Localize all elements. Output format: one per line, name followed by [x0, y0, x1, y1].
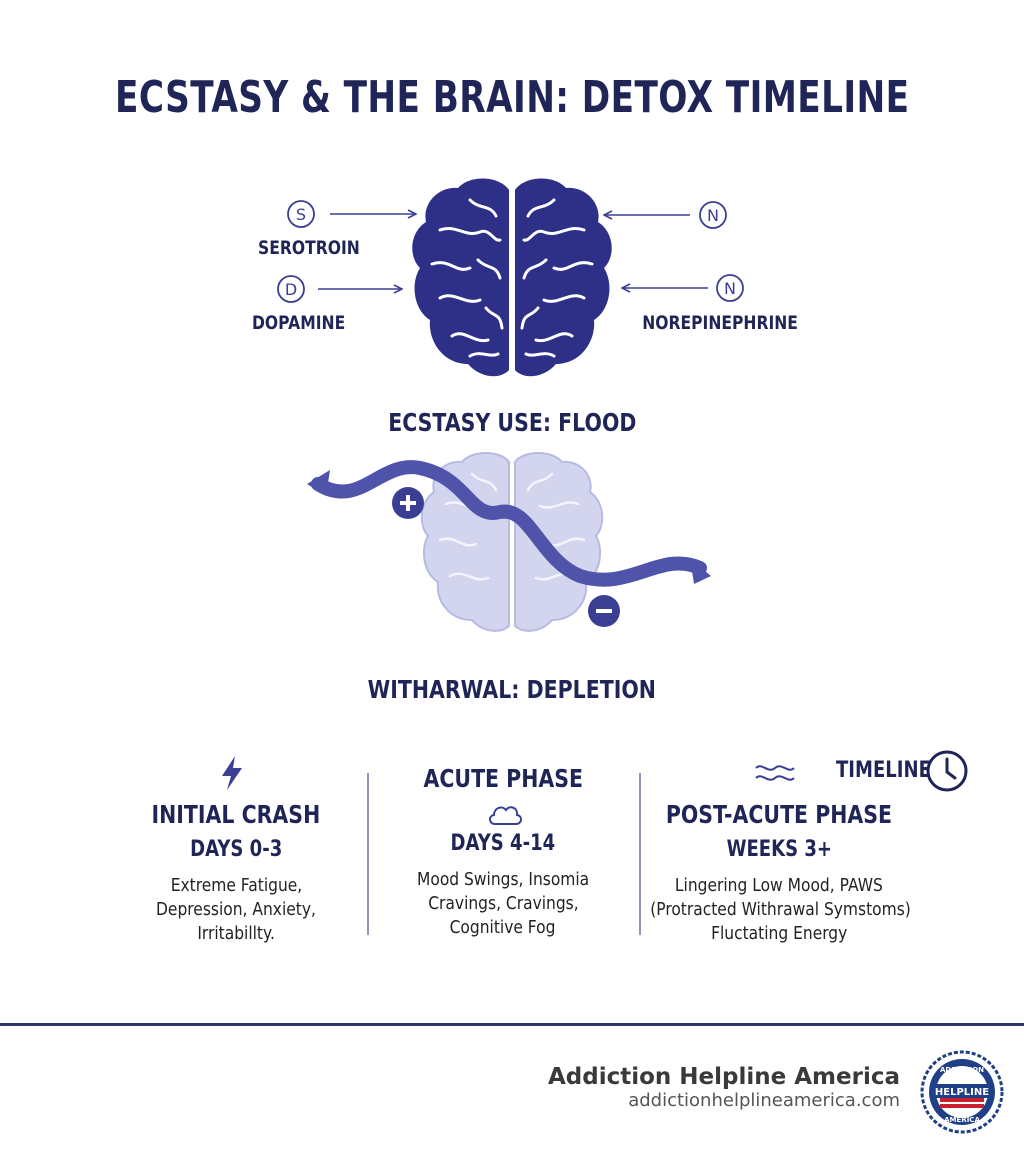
svg-text:ADDICTION: ADDICTION — [940, 1066, 984, 1074]
use-stage-label: ECSTASY USE: FLOOD — [387, 408, 637, 437]
phase-initial-crash: INITIAL CRASH DAYS 0-3 Extreme Fatigue, … — [86, 800, 386, 946]
svg-text:N: N — [707, 206, 719, 225]
depletion-diagram — [307, 452, 711, 632]
faded-brain-icon — [420, 452, 604, 632]
clock-icon — [926, 750, 968, 792]
phase-description: Lingering Low Mood, PAWS (Protracted Wit… — [650, 875, 911, 944]
svg-text:S: S — [296, 205, 306, 224]
phase-days: WEEKS 3+ — [726, 837, 832, 862]
column-divider — [367, 773, 369, 935]
neurotransmitter-wave — [311, 460, 707, 587]
footer-divider — [0, 1023, 1024, 1026]
lightning-icon — [222, 756, 242, 790]
brand-url[interactable]: addictionhelplineamerica.com — [628, 1090, 900, 1111]
neurotransmitter-diagram: S D N N — [277, 178, 744, 377]
page-title: ECSTASY & THE BRAIN: DETOX TIMELINE — [114, 72, 910, 123]
wave-icon — [755, 765, 795, 781]
svg-text:AMERICA: AMERICA — [944, 1116, 980, 1124]
minus-icon — [588, 595, 620, 627]
withdrawal-stage-label: WITHARWAL: DEPLETION — [367, 675, 657, 704]
svg-text:D: D — [285, 280, 297, 299]
phase-title: POST-ACUTE PHASE — [665, 800, 893, 829]
helpline-badge-logo: HELPLINE ADDICTION AMERICA — [920, 1050, 1004, 1134]
norepinephrine-label: NOREPINEPHRINE — [642, 312, 798, 334]
phase-post-acute: POST-ACUTE PHASE WEEKS 3+ Lingering Low … — [629, 800, 929, 946]
phase-acute: ACUTE PHASE DAYS 4-14 Mood Swings, Insom… — [353, 764, 653, 940]
column-divider — [639, 773, 641, 935]
serotonin-label: SEROTROIN — [258, 237, 360, 259]
phase-days: DAYS 0-3 — [189, 837, 283, 862]
plus-icon — [392, 487, 424, 519]
phase-description: Mood Swings, Insomia Cravings, Cravings,… — [416, 869, 590, 938]
dopamine-icon: D — [277, 275, 305, 303]
cloud-icon — [489, 806, 522, 825]
phase-title: ACUTE PHASE — [423, 764, 583, 793]
svg-text:N: N — [724, 279, 736, 298]
norepinephrine-icon: N — [716, 274, 744, 302]
serotonin-icon: S — [287, 200, 315, 228]
norepinephrine-top-icon: N — [699, 201, 727, 229]
timeline-label: TIMELINE — [836, 758, 931, 783]
phase-days: DAYS 4-14 — [450, 831, 556, 856]
phase-description: Extreme Fatigue, Depression, Anxiety, Ir… — [156, 875, 316, 944]
phase-title: INITIAL CRASH — [151, 800, 321, 829]
brand-name: Addiction Helpline America — [548, 1064, 900, 1090]
brain-icon — [412, 178, 612, 377]
svg-text:HELPLINE: HELPLINE — [935, 1087, 989, 1098]
dopamine-label: DOPAMINE — [252, 312, 346, 334]
